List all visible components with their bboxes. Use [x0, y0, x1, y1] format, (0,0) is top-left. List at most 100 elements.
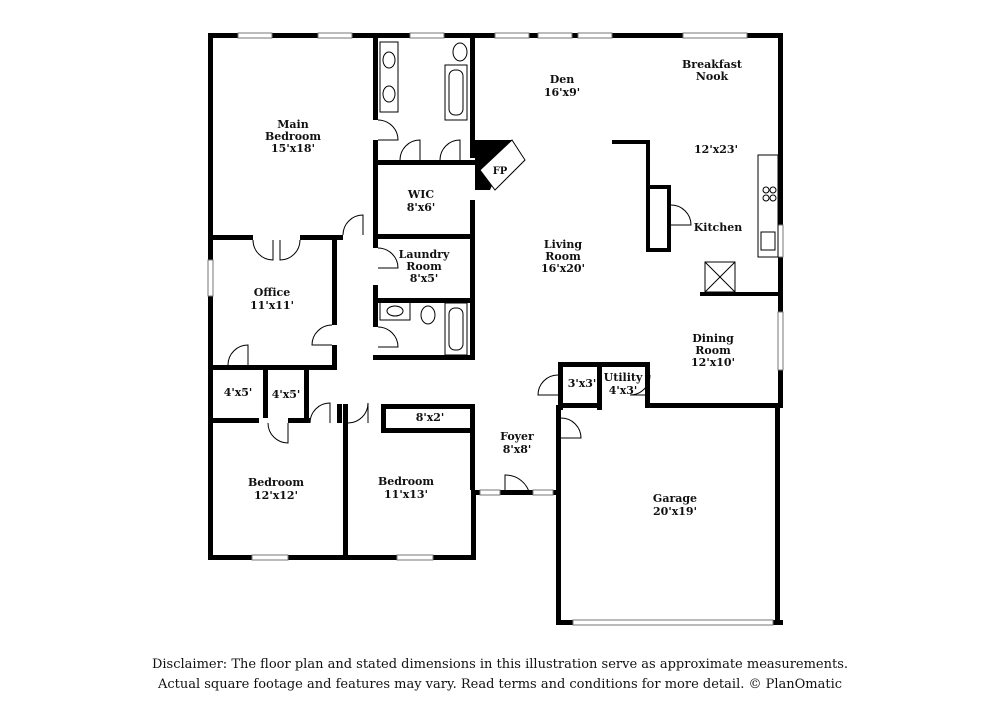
wall: [213, 365, 337, 370]
wall: [373, 238, 378, 248]
burner: [762, 186, 770, 194]
door: [537, 374, 559, 396]
room-size: 4'x5': [224, 386, 253, 399]
wall: [646, 185, 650, 251]
door: [342, 214, 364, 236]
room-size: 12'x12': [254, 489, 298, 502]
wall: [373, 234, 475, 239]
bathtub: [444, 302, 468, 356]
window: [207, 259, 214, 297]
room-size: 15'x18': [271, 142, 315, 155]
door: [377, 247, 399, 269]
wall: [332, 345, 337, 365]
room-size: 8'x5': [410, 272, 439, 285]
room-name: Garage: [653, 492, 697, 505]
fireplace-label: FP: [493, 166, 508, 177]
room-size: 12'x10': [691, 356, 735, 369]
window: [577, 32, 613, 39]
door: [670, 204, 692, 226]
room-size: 16'x9': [544, 86, 580, 99]
room-size: 8'x8': [503, 443, 532, 456]
room-size: 4'x3': [609, 384, 638, 397]
toilet: [452, 42, 468, 62]
bathtub-basin: [448, 69, 464, 116]
wall: [381, 428, 475, 433]
doors: [227, 119, 692, 496]
door: [309, 402, 331, 424]
wall: [470, 404, 475, 490]
room-size: 16'x20': [541, 262, 585, 275]
wall: [700, 292, 780, 296]
foyer-left-jamb: [471, 490, 476, 560]
wall: [645, 403, 780, 408]
wall: [373, 38, 378, 120]
room-size: 4'x5': [272, 388, 301, 401]
wall: [373, 160, 475, 165]
door: [227, 344, 249, 366]
burner: [762, 194, 770, 202]
interior-walls: [213, 38, 780, 560]
wall: [373, 298, 475, 303]
wall: [343, 404, 348, 560]
wall: [612, 140, 650, 144]
wall: [470, 38, 475, 158]
fireplace-hearth: [479, 139, 526, 191]
room-name-line: Room: [406, 260, 442, 273]
wall: [288, 418, 310, 423]
door: [377, 119, 399, 141]
garage-right-wall: [775, 405, 780, 625]
wall: [381, 404, 386, 432]
door: [560, 417, 582, 439]
right-wall-upper: [778, 33, 783, 408]
window: [777, 311, 784, 371]
disclaimer-line-2: Actual square footage and features may v…: [157, 677, 843, 692]
sink: [382, 51, 396, 69]
wall: [381, 404, 475, 409]
door: [279, 239, 301, 261]
wall: [646, 185, 670, 189]
room-size: 8'x6': [407, 201, 436, 214]
window: [479, 489, 501, 496]
toilet: [420, 305, 436, 325]
kitchen-sink: [760, 231, 776, 251]
door: [267, 422, 289, 444]
window: [682, 32, 748, 39]
wall: [667, 185, 671, 252]
window: [317, 32, 353, 39]
room-name: Foyer: [500, 430, 534, 443]
room-name-line: Room: [695, 344, 731, 357]
room-name-line: Nook: [696, 70, 729, 83]
room-name: WIC: [407, 188, 434, 201]
door: [377, 326, 399, 348]
wall: [337, 404, 342, 423]
sink: [386, 305, 404, 317]
fixtures: [379, 41, 777, 356]
room-name-line: Bedroom: [265, 130, 321, 143]
room-name: Office: [254, 286, 291, 299]
wall: [332, 235, 337, 325]
door: [399, 139, 421, 161]
room-size: 12'x23': [694, 143, 738, 156]
door: [252, 239, 274, 261]
bathtub-basin: [448, 307, 464, 351]
window: [396, 554, 434, 561]
door: [629, 374, 651, 396]
front-wall: [471, 490, 561, 495]
garage-left-wall: [556, 405, 561, 625]
garage-door: [572, 619, 774, 626]
window: [237, 32, 273, 39]
sink: [382, 85, 396, 103]
wall: [646, 140, 650, 188]
wall: [470, 200, 475, 358]
windows: [207, 32, 784, 626]
wall: [558, 403, 602, 408]
door: [439, 139, 461, 161]
wall: [373, 140, 378, 236]
window: [409, 32, 445, 39]
wall: [263, 370, 268, 418]
